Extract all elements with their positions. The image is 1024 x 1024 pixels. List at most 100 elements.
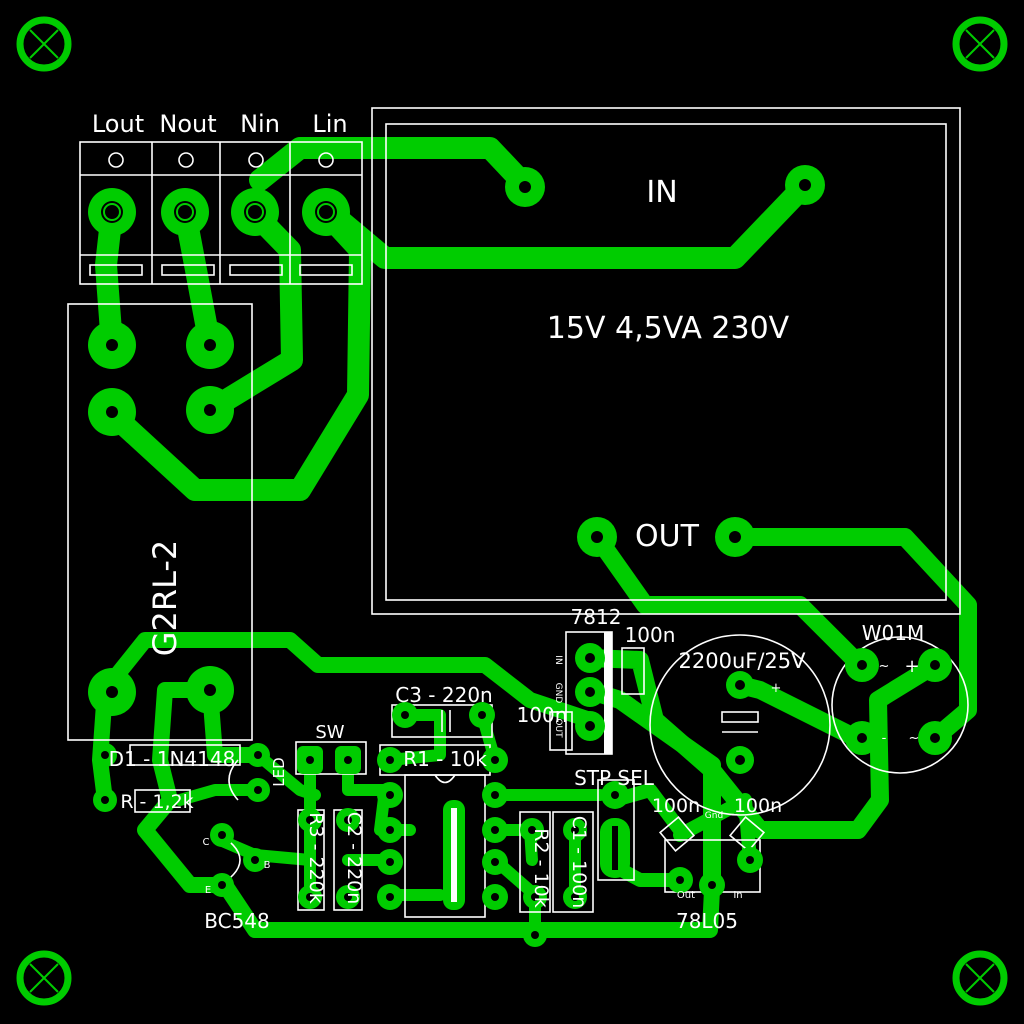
pad-r3-2: [298, 885, 322, 909]
trace-in-b: [319, 174, 816, 269]
bridge-ac1: ~: [879, 659, 890, 674]
pad-c1-1: [563, 818, 587, 842]
transistor-pin-e: E: [205, 885, 211, 896]
terminal-label-lin: Lin: [312, 110, 347, 138]
cap-100n-a-label: 100n: [625, 623, 676, 647]
jumper-link: [600, 818, 630, 878]
c2-label: C2 - 220n: [343, 812, 365, 905]
trace-coil: [97, 632, 598, 728]
pad-bridge-ac1: [845, 648, 879, 682]
mounting-hole-top-left: [16, 16, 72, 72]
pad-lin: [302, 188, 350, 236]
pad-jumper-1: [601, 781, 629, 809]
pad-trafo-in-1: [505, 167, 545, 207]
c1-label: C1 - 100n: [568, 816, 590, 909]
pad-r3-1: [298, 808, 322, 832]
relay-label: G2RL-2: [146, 540, 184, 657]
r3-label: R3 - 220k: [305, 812, 327, 904]
switch-outline: [295, 741, 367, 775]
reg5-pin-in: In: [733, 890, 742, 901]
c1-outline: [552, 811, 594, 913]
pad-tr-c: [210, 823, 234, 847]
pad-c2-2: [336, 885, 360, 909]
pad-ic-4: [377, 884, 403, 910]
led-outline: [228, 759, 239, 801]
pad-nout: [161, 188, 209, 236]
bridge-label: W01M: [862, 621, 924, 645]
cap-100n-b-label: 100n: [517, 703, 568, 727]
mounting-hole-top-right: [952, 16, 1008, 72]
cap-100n-d-label: 100n: [734, 795, 782, 817]
terminal-label-nin: Nin: [240, 110, 280, 138]
silkscreen-labels: Lout Nout Nin Lin IN 15V 4,5VA 230V OUT …: [92, 110, 924, 933]
regulator-12v-outline: [565, 631, 613, 755]
pad-relay-5: [88, 668, 136, 716]
switch-label: SW: [315, 722, 344, 743]
electrolytic-plus: +: [771, 681, 782, 696]
pad-bridge-plus: [918, 648, 952, 682]
ic-wire-link: [443, 800, 465, 910]
pad-78l05-gnd: [699, 872, 725, 898]
c3-label: C3 - 220n: [395, 683, 492, 707]
pad-bridge-minus: [845, 721, 879, 755]
cap-100n-b-outline: [549, 711, 573, 751]
pad-relay-2: [186, 321, 234, 369]
transformer-out-label: OUT: [635, 519, 700, 554]
transistor-pin-c: C: [203, 837, 210, 848]
pad-r1-1: [377, 747, 403, 773]
pad-rled-2: [246, 778, 270, 802]
mounting-holes: [16, 16, 1008, 1006]
pad-78l05-in: [737, 847, 763, 873]
pad-relay-4: [186, 386, 234, 434]
transistor-label: BC548: [204, 909, 270, 933]
regulator-5v-label: 78L05: [676, 909, 738, 933]
r2-label: R2 - 10k: [530, 828, 552, 907]
pad-gnd-via: [523, 923, 547, 947]
jumper-label: STP SEL: [574, 766, 655, 790]
pad-trafo-out-1: [577, 517, 617, 557]
reg5-pin-out: Out: [677, 890, 695, 901]
electrolytic-outline: [649, 634, 831, 816]
pad-lout: [88, 188, 136, 236]
d1-outline: [129, 744, 241, 766]
electrolytic-label: 2200uF/25V: [679, 649, 807, 673]
pad-relay-1: [88, 321, 136, 369]
pad-ic-1: [377, 782, 403, 808]
pad-ic-8: [482, 782, 508, 808]
pad-78l05-out: [667, 867, 693, 893]
pad-c3-1: [392, 702, 418, 728]
pad-d1-k: [246, 743, 270, 767]
ic-outline: [404, 774, 486, 918]
pad-7812-gnd: [575, 677, 605, 707]
pad-relay-6: [186, 666, 234, 714]
pad-rled-1: [93, 788, 117, 812]
pad-r2-1: [520, 818, 544, 842]
trace-rled: [174, 784, 264, 806]
led-label: LED: [270, 757, 288, 786]
relay-outline: [67, 303, 253, 741]
reg12-pin-out: OUT: [553, 718, 563, 738]
pad-c3-2: [469, 702, 495, 728]
pad-r2-2: [523, 885, 547, 909]
pad-tr-b: [243, 848, 267, 872]
trace-gnd-main: [137, 682, 720, 938]
mounting-hole-bottom-left: [16, 950, 72, 1006]
pad-relay-3: [88, 388, 136, 436]
terminal-block-outline: [79, 141, 363, 285]
pad-nin: [231, 188, 279, 236]
pad-r1-2: [482, 747, 508, 773]
pad-c1-2: [563, 885, 587, 909]
terminal-label-lout: Lout: [92, 110, 144, 138]
regulator-12v-label: 7812: [571, 605, 622, 629]
pads: [88, 165, 952, 947]
pad-tr-e: [210, 873, 234, 897]
d1-label: D1 - 1N4148: [109, 747, 236, 771]
pad-ic-5: [482, 884, 508, 910]
pad-elco-minus: [726, 746, 754, 774]
trace-c3: [384, 709, 446, 766]
trace-out-b: [726, 528, 977, 747]
jumper-outline: [597, 779, 635, 881]
bridge-minus: -: [882, 731, 887, 746]
trace-in-a: [249, 137, 536, 196]
transformer-rating: 15V 4,5VA 230V: [547, 311, 790, 346]
